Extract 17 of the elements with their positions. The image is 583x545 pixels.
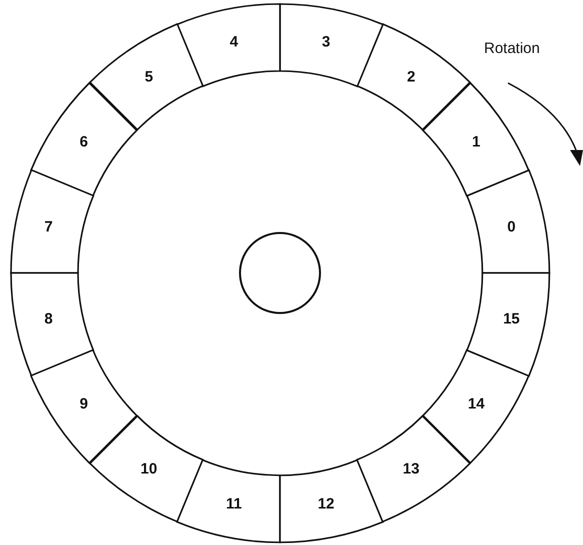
sector-number: 4 <box>230 33 238 50</box>
sector-number: 2 <box>406 68 416 86</box>
sector-number: 8 <box>44 310 53 328</box>
sector-number: 15 <box>503 310 520 328</box>
sector-number: 5 <box>144 68 154 86</box>
sector-number: 11 <box>226 496 242 513</box>
sector-number: 14 <box>468 396 485 413</box>
sector-number: 10 <box>140 460 158 478</box>
sector-number: 1 <box>472 133 480 150</box>
sector-number: 7 <box>44 218 53 236</box>
sector-number: 6 <box>80 133 88 150</box>
rotation-label: Rotation <box>484 40 540 57</box>
sector-number: 12 <box>318 496 334 513</box>
sector-number: 3 <box>322 33 330 50</box>
sector-number: 0 <box>507 218 516 236</box>
sector-number: 9 <box>80 396 88 413</box>
sector-number: 13 <box>402 460 420 478</box>
